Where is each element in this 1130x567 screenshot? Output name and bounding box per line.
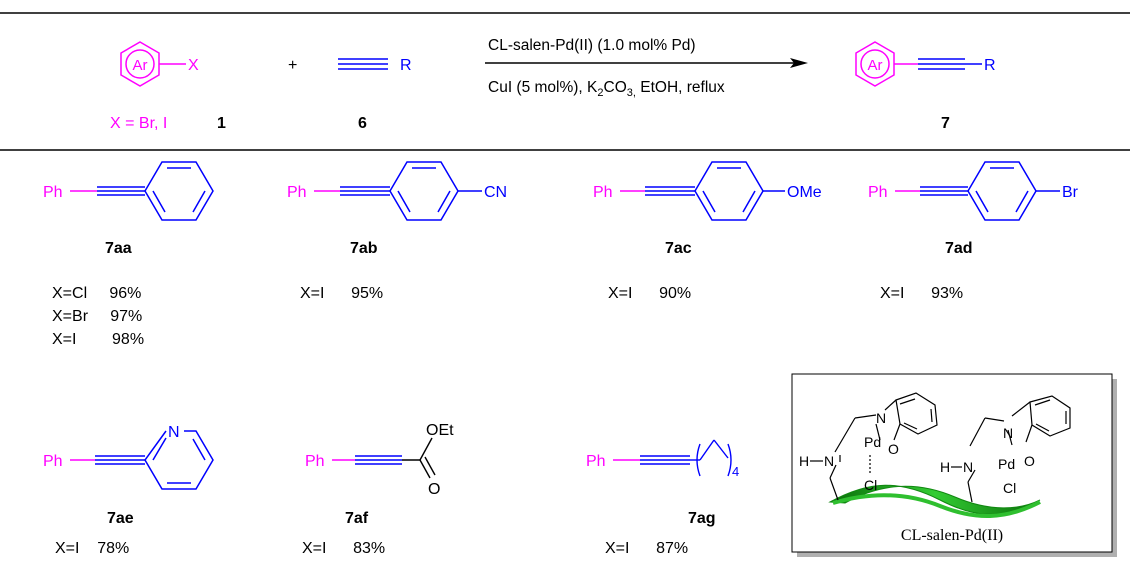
svg-text:Ph: Ph [43,453,63,470]
svg-text:4: 4 [732,464,739,479]
svg-text:7ae: 7ae [107,510,134,527]
product-7ae: Ph N 7ae X=I 78% [43,424,214,557]
svg-text:X=I 98%: X=I 98% [52,331,144,348]
product-7aa: Ph 7aa X=Cl 96% X=Br 97% X=I 98% [43,161,214,348]
reactant2-substituent: R [400,57,412,74]
svg-text:X=I 93%: X=I 93% [880,285,963,302]
svg-text:N: N [1003,425,1013,441]
svg-text:O: O [888,441,899,457]
product-7af: Ph OEt O 7af X=I 83% [302,422,454,557]
svg-text:Ph: Ph [868,184,888,201]
reactant1-number: 1 [217,115,226,132]
svg-text:X=Br 97%: X=Br 97% [52,308,142,325]
svg-text:7aa: 7aa [105,240,132,257]
svg-text:H: H [799,453,809,469]
product-7ad: Ph Br 7ad X=I 93% [868,161,1079,302]
svg-text:Ph: Ph [593,184,613,201]
svg-text:H: H [940,459,950,475]
reactant1-caption: X = Br, I [110,115,167,132]
product-7ac: Ph OMe 7ac X=I 90% [593,161,822,302]
svg-text:X=I 83%: X=I 83% [302,540,385,557]
svg-text:Cl: Cl [864,477,877,493]
svg-text:Cl: Cl [1003,480,1016,496]
svg-text:Ph: Ph [287,184,307,201]
product-alkyne [918,58,982,70]
svg-text:7ab: 7ab [350,240,378,257]
reactant2-number: 6 [358,115,367,132]
svg-text:CN: CN [484,184,507,201]
support-ribbon [828,484,1041,515]
svg-text:O: O [428,481,440,498]
svg-text:O: O [1024,453,1035,469]
svg-text:OEt: OEt [426,422,454,439]
svg-text:Ph: Ph [305,453,325,470]
reactant1-ring-label: Ar [133,57,148,74]
reactant-aryl-halide [120,41,186,87]
reaction-arrowhead [790,58,808,68]
svg-text:Ph: Ph [586,453,606,470]
svg-text:N: N [824,453,834,469]
product-aryl [855,41,918,87]
svg-text:OMe: OMe [787,184,822,201]
svg-text:X=I 78%: X=I 78% [55,540,129,557]
product-ring-label: Ar [868,57,883,74]
svg-text:X=I 95%: X=I 95% [300,285,383,302]
product-7ab: Ph CN 7ab X=I 95% [287,161,507,302]
svg-text:X=Cl 96%: X=Cl 96% [52,285,141,302]
condition-line-2: CuI (5 mol%), K2CO3, EtOH, reflux [488,79,725,99]
product-substituent: R [984,57,996,74]
svg-text:7ac: 7ac [665,240,692,257]
svg-text:7ag: 7ag [688,510,716,527]
reactant1-substituent: X [188,57,199,74]
svg-text:N: N [168,424,180,441]
catalyst-label: CL-salen-Pd(II) [901,527,1003,544]
svg-text:7ad: 7ad [945,240,973,257]
reactant-alkyne [338,58,388,70]
product-number: 7 [941,115,950,132]
svg-text:Br: Br [1062,184,1079,201]
condition-line-1: CL-salen-Pd(II) (1.0 mol% Pd) [488,37,696,54]
svg-text:Ph: Ph [43,184,63,201]
svg-text:X=I 87%: X=I 87% [605,540,688,557]
product-7ag: Ph 4 7ag X=I 87% [586,439,739,557]
svg-text:X=I 90%: X=I 90% [608,285,691,302]
plus-sign: + [288,57,297,74]
svg-text:N: N [876,410,886,426]
catalyst-box: N Pd O H N Cl N Pd O H N Cl CL-salen-Pd(… [791,373,1117,557]
svg-text:N: N [963,459,973,475]
svg-text:7af: 7af [345,510,369,527]
svg-text:Pd: Pd [864,434,881,450]
svg-text:Pd: Pd [998,456,1015,472]
